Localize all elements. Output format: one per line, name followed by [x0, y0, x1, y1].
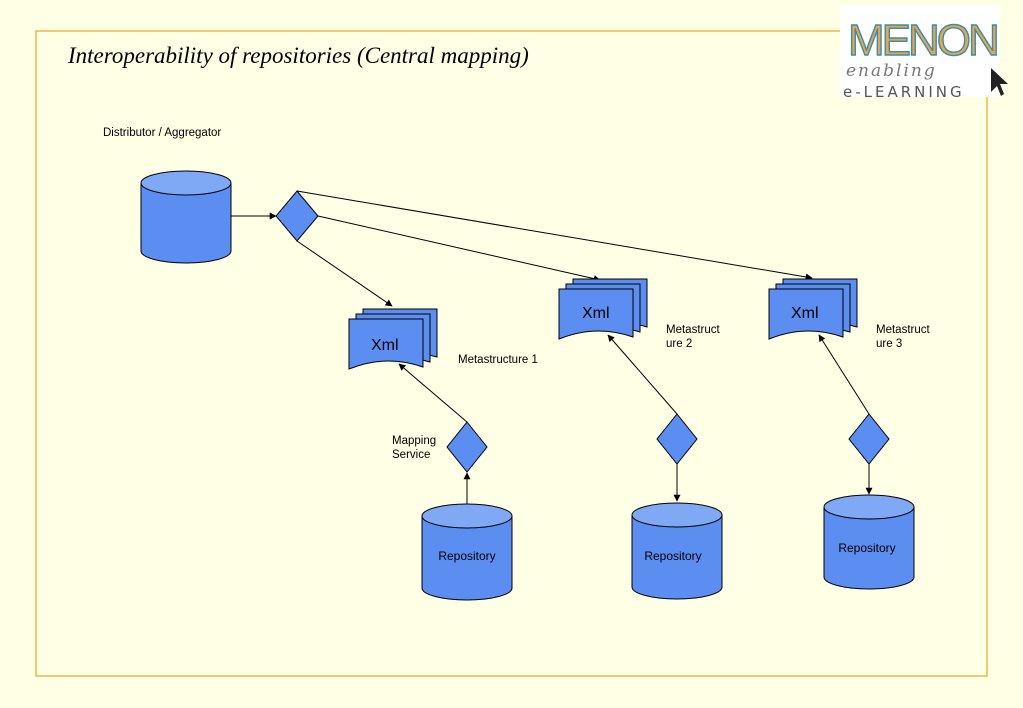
slide-frame: [35, 30, 988, 677]
arrow-mapper2-to-xml-2: [607, 334, 678, 415]
repository-label-1: Repository: [438, 549, 495, 563]
xml-label-3: Xml: [791, 305, 819, 322]
metastructure-label-2: Metastruct ure 2: [666, 324, 723, 350]
xml-document-1: Xml: [348, 308, 438, 370]
mapping-service-label: Mapping Service: [392, 435, 439, 461]
arrow-mapper3-to-xml-3: [818, 334, 870, 415]
mapping-service-diamond-2: [656, 413, 698, 465]
repository-database-1: Repository: [421, 503, 513, 601]
metastructure-label-3: Metastruct ure 3: [876, 324, 933, 350]
metastructure-label-1: Metastructure 1: [458, 354, 538, 366]
distributor-database: [140, 170, 232, 264]
cursor-icon: [991, 68, 1008, 96]
central-mapping-diamond: [275, 190, 319, 242]
logo-wordmark: MENON: [848, 16, 997, 65]
arrow-central-to-xml-2: [317, 215, 601, 283]
distributor-label: Distributor / Aggregator: [103, 127, 221, 139]
xml-document-3: Xml: [768, 278, 858, 340]
slide-title: Interoperability of repositories (Centra…: [67, 43, 529, 68]
arrow-central-to-xml-3: [296, 190, 813, 281]
arrow-central-to-xml-1: [296, 240, 393, 307]
xml-document-2: Xml: [558, 278, 648, 340]
repository-label-2: Repository: [644, 549, 701, 563]
xml-label-1: Xml: [371, 337, 399, 354]
mapping-service-diamond-1: [446, 421, 488, 473]
logo-subtitle: e-LEARNING: [843, 83, 965, 101]
menon-logo: MENON enabling e-LEARNING: [840, 5, 1008, 101]
repository-database-2: Repository: [631, 502, 723, 600]
arrow-mapper1-to-xml-1: [398, 363, 468, 423]
repository-database-3: Repository: [823, 494, 915, 590]
repository-label-3: Repository: [838, 541, 895, 555]
mapping-service-diamond-3: [848, 413, 890, 465]
xml-label-2: Xml: [582, 305, 610, 322]
logo-script: enabling: [846, 61, 937, 81]
